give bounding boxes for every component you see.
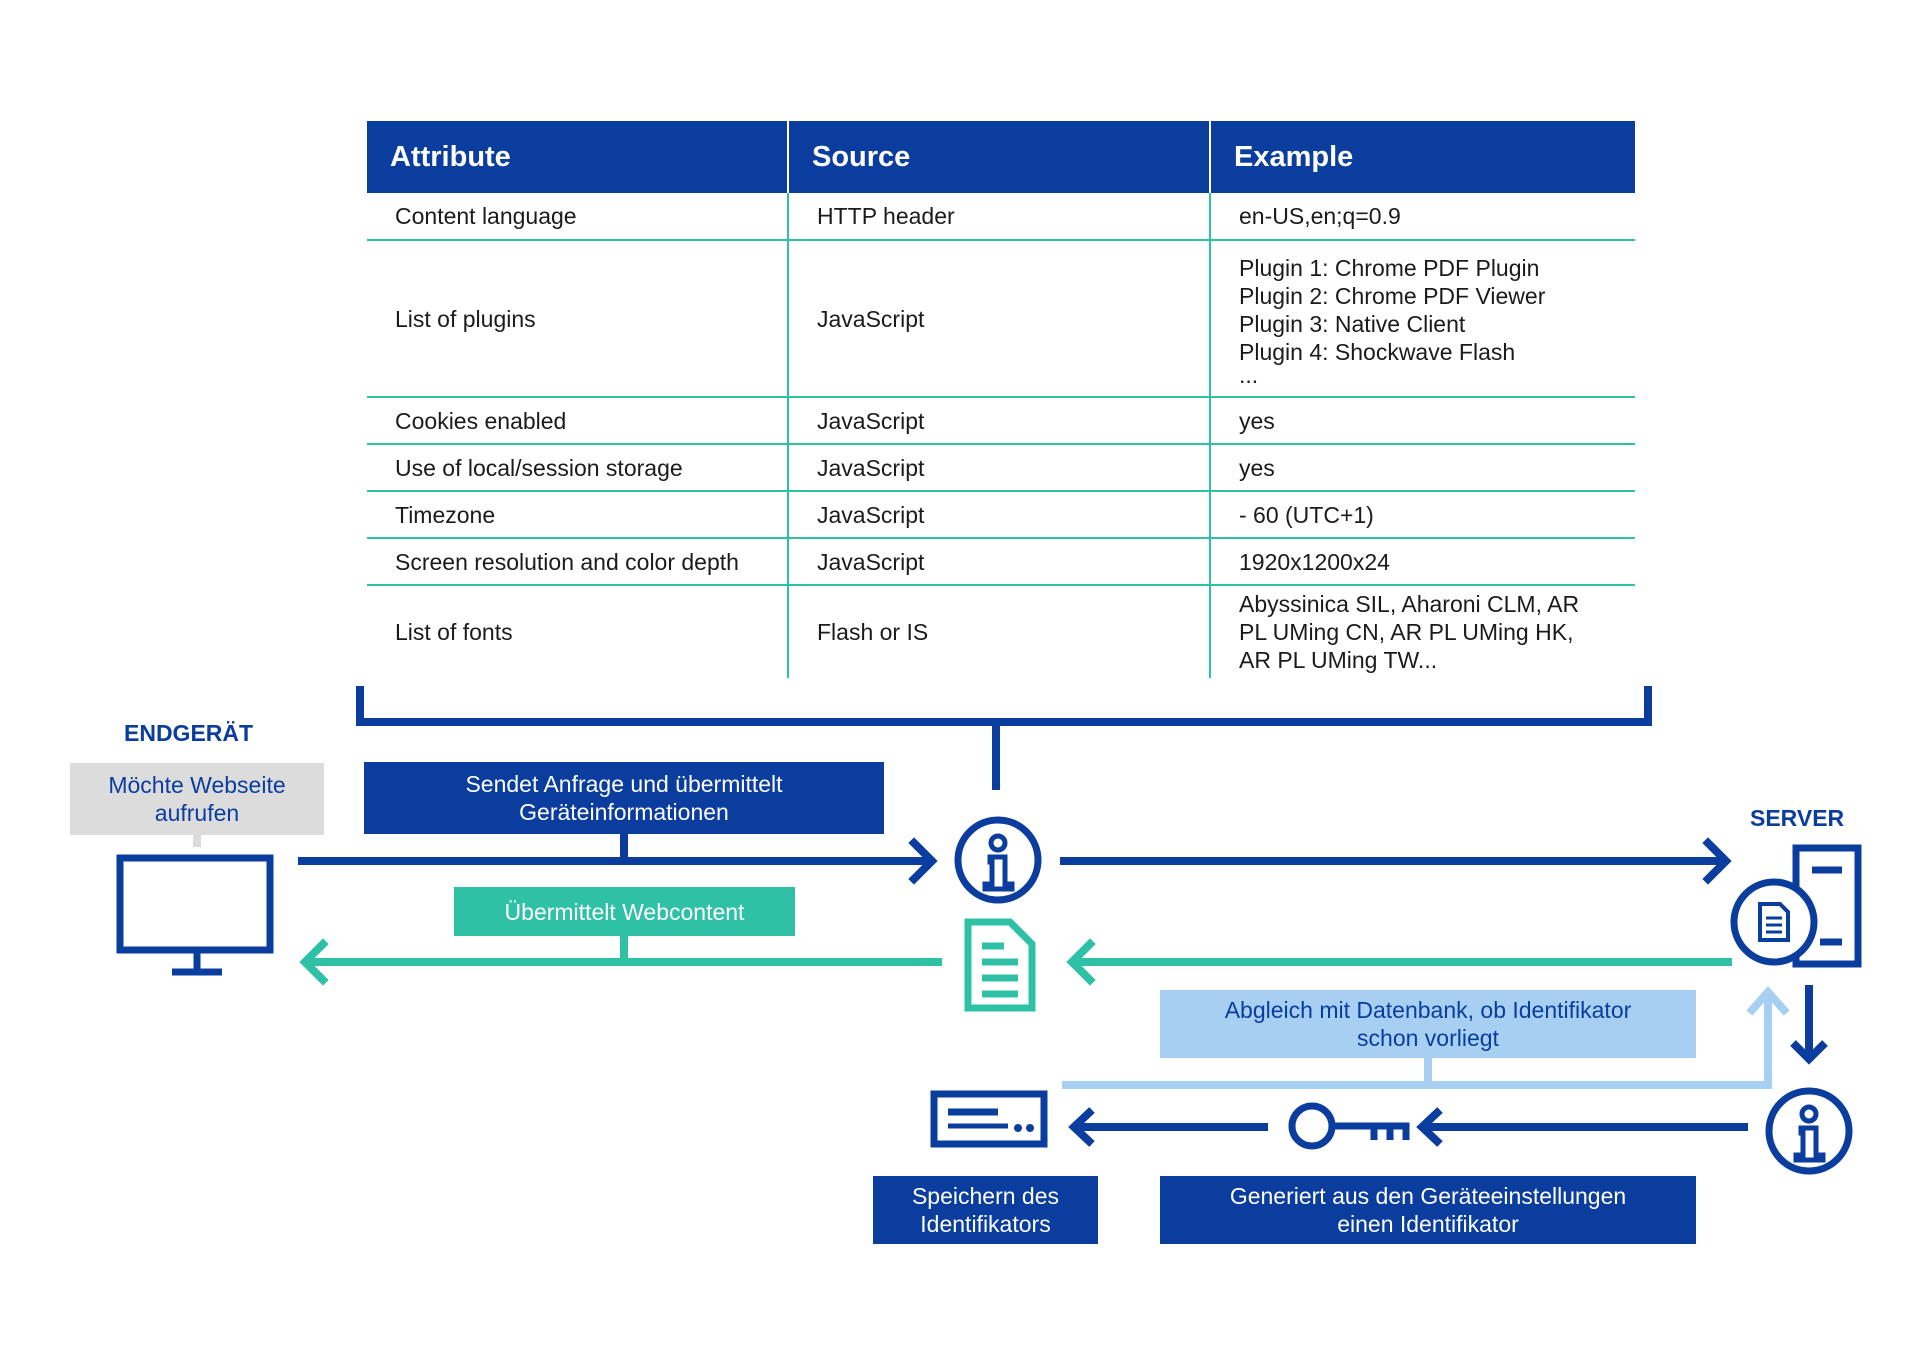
- header-example: Example: [1234, 140, 1354, 173]
- cell-example: yes: [1239, 454, 1275, 481]
- cell-attribute: Use of local/session storage: [367, 445, 789, 490]
- cell-source: JavaScript: [789, 492, 1211, 537]
- id-card-icon: [930, 1090, 1048, 1148]
- cell-source: JavaScript: [789, 539, 1211, 584]
- table-row: Content language HTTP header en-US,en;q=…: [367, 193, 1635, 241]
- compare-db-label: Abgleich mit Datenbank, ob Identifikator…: [1160, 990, 1696, 1058]
- cell-example: en-US,en;q=0.9: [1239, 203, 1401, 229]
- example-line: Plugin 3: Native Client: [1239, 310, 1466, 337]
- cell-attribute: Cookies enabled: [367, 398, 789, 443]
- header-source: Source: [789, 121, 1211, 193]
- cell-source: JavaScript: [789, 398, 1211, 443]
- cell-example: Plugin 1: Chrome PDF Plugin Plugin 2: Ch…: [1211, 241, 1633, 396]
- cell-attribute: Timezone: [367, 492, 789, 537]
- store-id-label: Speichern des Identifikators: [873, 1176, 1098, 1244]
- cell-source: JavaScript: [789, 445, 1211, 490]
- cell-source: JavaScript: [789, 241, 1211, 396]
- request-arrows: [298, 830, 1732, 885]
- example-line: Abyssinica SIL, Aharoni CLM, AR: [1239, 591, 1580, 617]
- info-icon: [954, 816, 1042, 904]
- device-request-label: Möchte Webseite aufrufen: [70, 763, 324, 835]
- example-line: Plugin 4: Shockwave Flash: [1239, 338, 1516, 365]
- header-attribute: Attribute: [367, 121, 789, 193]
- device-title: ENDGERÄT: [124, 720, 254, 746]
- table-row: List of fonts Flash or IS Abyssinica SIL…: [367, 586, 1635, 678]
- cell-attribute: List of plugins: [367, 241, 789, 396]
- table-bracket: [356, 686, 1652, 790]
- cell-example: 1920x1200x24: [1239, 548, 1390, 575]
- server-icon: [1730, 844, 1862, 968]
- table-row: Use of local/session storage JavaScript …: [367, 445, 1635, 492]
- table-row: Timezone JavaScript - 60 (UTC+1): [367, 492, 1635, 539]
- example-line: Plugin 2: Chrome PDF Viewer: [1239, 282, 1546, 309]
- server-title: SERVER: [1750, 805, 1845, 831]
- down-arrow: [1790, 985, 1828, 1065]
- content-arrows: [299, 932, 1732, 986]
- table-header: Attribute Source Example: [367, 121, 1635, 193]
- cell-example: yes: [1239, 407, 1275, 434]
- attribute-table: Attribute Source Example Content languag…: [367, 121, 1635, 678]
- example-line: ...: [1239, 361, 1259, 388]
- connector: [193, 835, 201, 847]
- cell-source: HTTP header: [789, 193, 1211, 239]
- key-icon: [1288, 1102, 1410, 1150]
- example-line: PL UMing CN, AR PL UMing HK,: [1239, 619, 1574, 645]
- cell-attribute: Screen resolution and color depth: [367, 539, 789, 584]
- table-row: Cookies enabled JavaScript yes: [367, 398, 1635, 445]
- example-line: AR PL UMing TW...: [1239, 647, 1438, 673]
- example-line: Plugin 1: Chrome PDF Plugin: [1239, 254, 1540, 281]
- send-request-label: Sendet Anfrage und übermittelt Geräteinf…: [364, 762, 884, 834]
- compare-line: [1062, 985, 1790, 1089]
- monitor-icon: [116, 854, 274, 976]
- document-icon: [964, 918, 1036, 1012]
- cell-example: - 60 (UTC+1): [1239, 501, 1374, 528]
- transmit-content-label: Übermittelt Webcontent: [454, 887, 795, 936]
- cell-attribute: List of fonts: [367, 586, 789, 678]
- table-row: List of plugins JavaScript Plugin 1: Chr…: [367, 241, 1635, 398]
- identifier-arrows: [1068, 1107, 1748, 1147]
- table-row: Screen resolution and color depth JavaSc…: [367, 539, 1635, 586]
- cell-attribute: Content language: [367, 193, 789, 239]
- cell-example: Abyssinica SIL, Aharoni CLM, AR PL UMing…: [1211, 586, 1633, 678]
- info-icon: [1765, 1087, 1853, 1175]
- cell-source: Flash or IS: [789, 586, 1211, 678]
- generate-id-label: Generiert aus den Geräteeinstellungen ei…: [1160, 1176, 1696, 1244]
